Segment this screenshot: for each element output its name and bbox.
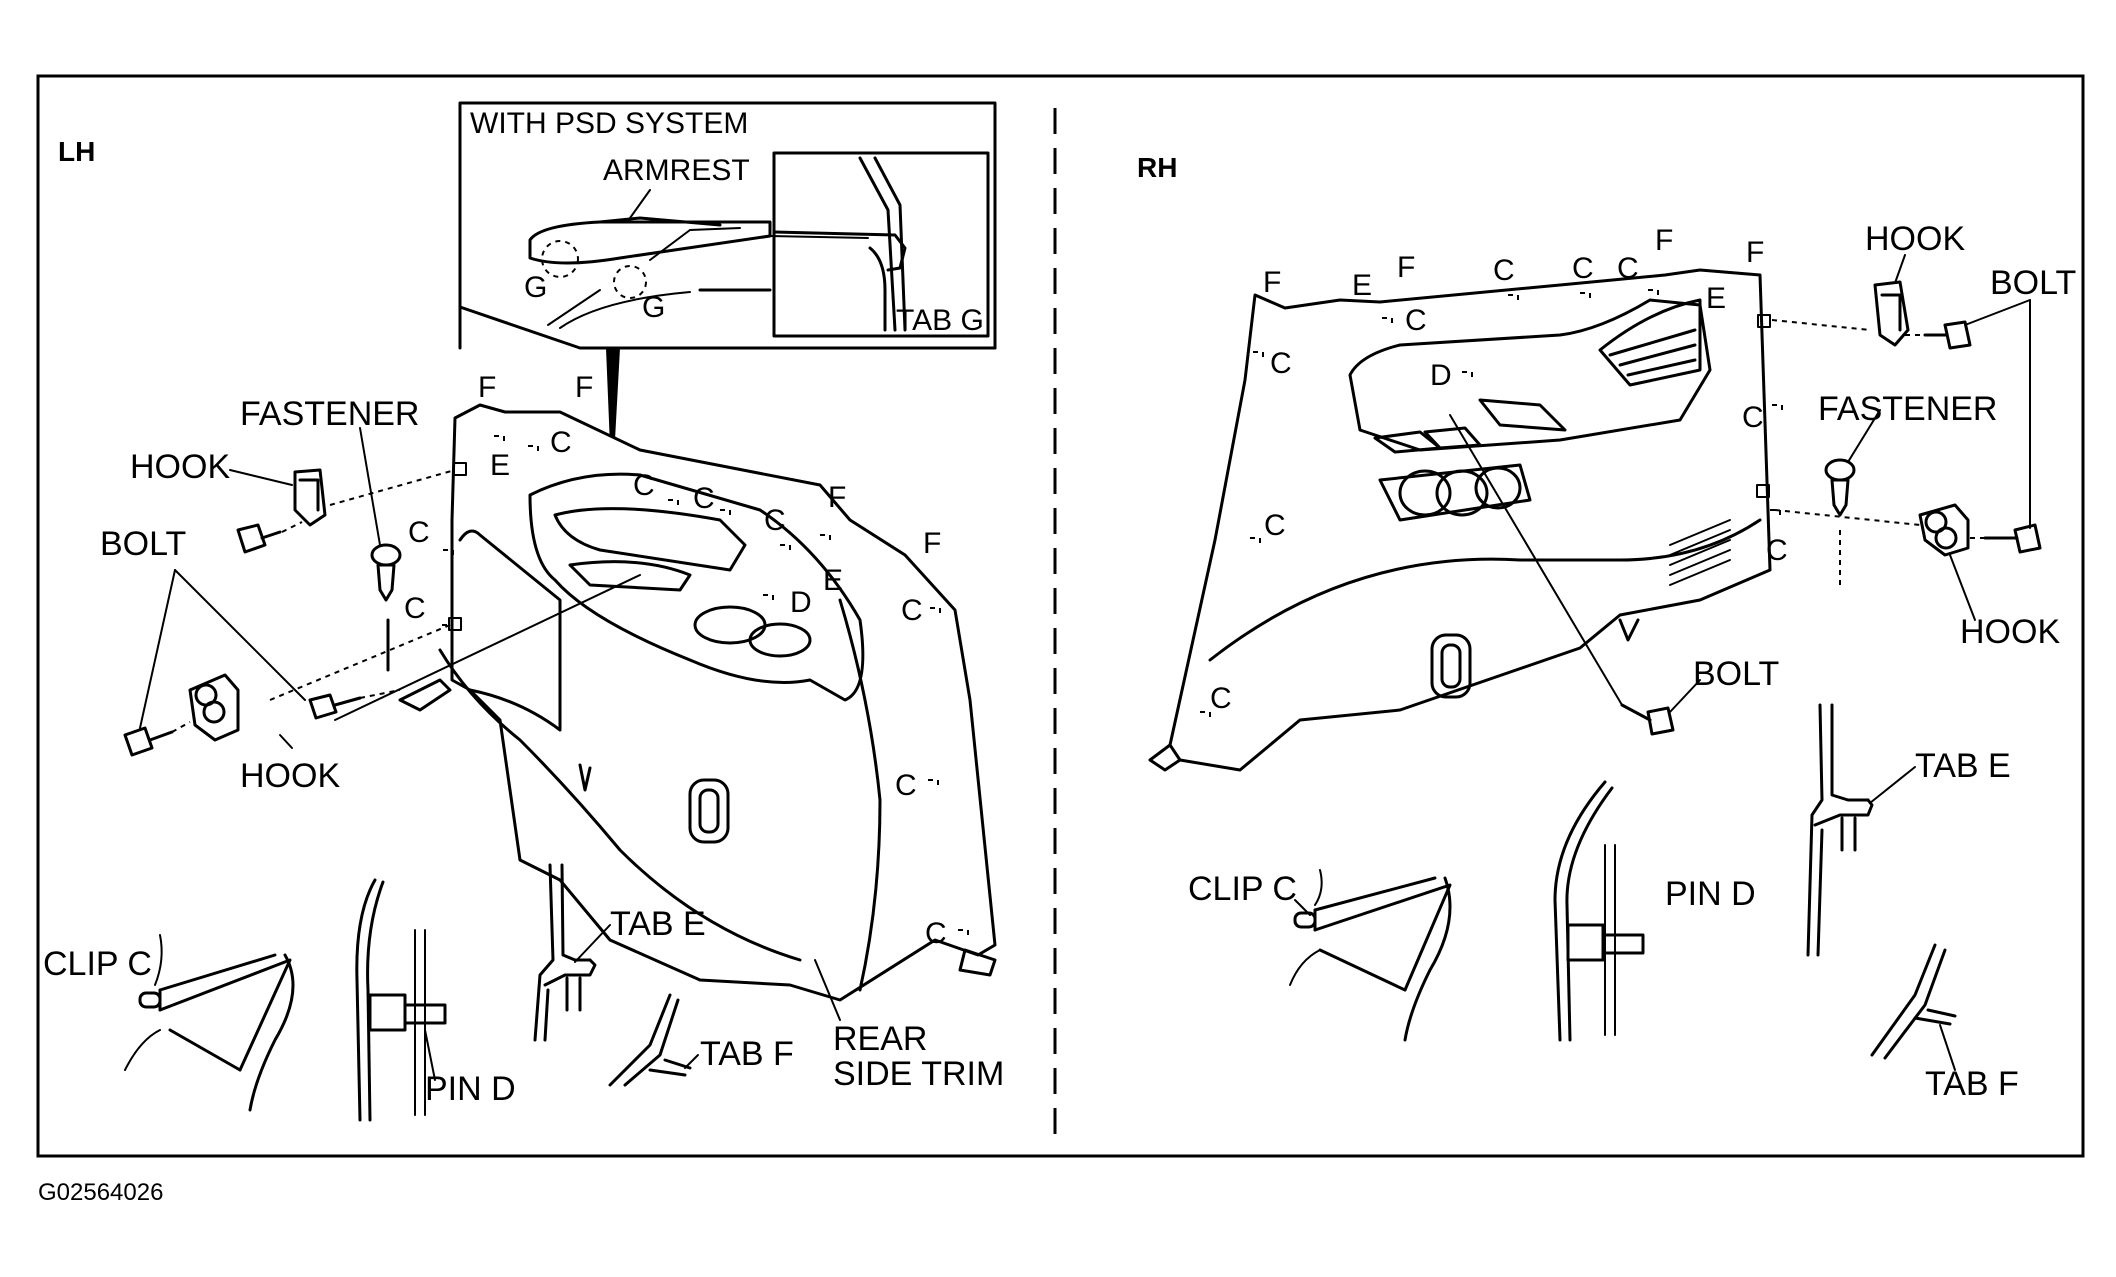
- lh-armrest-pointer: [334, 574, 641, 721]
- lh-fastener-part: [359, 427, 402, 672]
- lh-letter-e2: E: [823, 564, 843, 597]
- lh-bolt-label: BOLT: [100, 525, 186, 563]
- lh-tab-f-label: TAB F: [700, 1035, 794, 1073]
- rh-clip-c-detail: CLIP C: [1188, 869, 1452, 1042]
- lh-pin-d-detail: PIN D: [355, 878, 516, 1122]
- rh-letter-c1: C: [1405, 304, 1427, 337]
- rh-letter-c6: C: [1742, 401, 1764, 434]
- lh-rear-side-trim: [398, 403, 997, 1002]
- rh-armrest-bolt-part: [1449, 414, 1701, 736]
- lh-rear-side-trim-label-2: SIDE TRIM: [833, 1055, 1004, 1093]
- rh-letter-e2: E: [1706, 282, 1726, 315]
- rh-letter-f1: F: [1263, 266, 1281, 299]
- rh-letter-c2: C: [1493, 254, 1515, 287]
- lh-letter-f2: F: [575, 371, 593, 404]
- inset-tab-g-label: TAB G: [896, 304, 984, 337]
- rh-bolt-bottom-part: [1964, 299, 2042, 554]
- rh-tab-f-detail: TAB F: [1870, 943, 2019, 1103]
- rh-hook-bottom-part: [1774, 503, 1976, 621]
- lh-letter-f1: F: [478, 371, 496, 404]
- rh-bolt-top-part: [1905, 320, 1972, 350]
- inset-g-label-1: G: [524, 271, 547, 304]
- rh-rear-side-trim: [1148, 268, 1772, 772]
- lh-letter-d1: D: [790, 586, 812, 619]
- lh-rear-side-trim-label-1: REAR: [833, 1020, 927, 1058]
- lh-letter-f3: F: [828, 481, 846, 514]
- rh-letter-d1: D: [1430, 359, 1452, 392]
- lh-psd-inset: WITH PSD SYSTEM ARMREST G G TAB G: [458, 101, 997, 350]
- lh-tab-f-detail: TAB F: [608, 993, 794, 1087]
- lh-letter-c2: C: [408, 516, 430, 549]
- lh-letter-c3: C: [404, 592, 426, 625]
- figure-id: G02564026: [38, 1179, 163, 1206]
- lh-letter-c9: C: [925, 917, 947, 950]
- lh-clip-markers: [442, 435, 969, 940]
- lh-hook-top-part: [229, 468, 456, 527]
- lh-letter-c6: C: [764, 504, 786, 537]
- rh-tab-f-label: TAB F: [1925, 1065, 2019, 1103]
- lh-clip-c-detail: CLIP C: [43, 934, 295, 1112]
- rh-letter-f3: F: [1655, 224, 1673, 257]
- rh-fastener-label: FASTENER: [1818, 390, 1997, 428]
- rh-hook-bottom-label: HOOK: [1960, 613, 2060, 651]
- rh-bolt-top-label: BOLT: [1990, 264, 2076, 302]
- rh-letter-c9: C: [1210, 682, 1232, 715]
- lh-side-label: LH: [58, 136, 95, 167]
- lh-hook-top-label: HOOK: [130, 448, 230, 486]
- rh-tab-e-label: TAB E: [1915, 747, 2011, 785]
- lh-hook-bottom-part: [188, 624, 451, 742]
- lh-fastener-label: FASTENER: [240, 395, 419, 433]
- outer-frame: [36, 74, 2085, 1158]
- lh-letter-f4: F: [923, 527, 941, 560]
- rh-letter-c5: C: [1270, 347, 1292, 380]
- rh-fastener-part: [1824, 409, 1881, 590]
- rh-letter-c7: C: [1264, 509, 1286, 542]
- lh-bolt-top-part: [236, 521, 303, 554]
- rh-letter-c3: C: [1572, 252, 1594, 285]
- lh-hook-bottom-label: HOOK: [240, 757, 340, 795]
- lh-pin-d-label: PIN D: [425, 1070, 516, 1108]
- lh-letter-c8: C: [895, 769, 917, 802]
- inset-pointer: [606, 348, 620, 495]
- inset-title: WITH PSD SYSTEM: [470, 107, 748, 140]
- lh-tab-e-detail: TAB E: [533, 863, 706, 1042]
- rh-tab-e-detail: TAB E: [1806, 703, 2011, 957]
- lh-letter-c1: C: [550, 426, 572, 459]
- lh-bolt-bottom-part: [123, 569, 401, 757]
- rh-letter-c4: C: [1617, 252, 1639, 285]
- rh-side-label: RH: [1137, 152, 1177, 183]
- rh-clip-c-label: CLIP C: [1188, 870, 1297, 908]
- lh-letter-c7: C: [901, 594, 923, 627]
- lh-letter-e1: E: [490, 449, 510, 482]
- rh-clip-markers: [1200, 289, 1783, 722]
- rh-hook-top-part: [1771, 254, 1910, 347]
- rh-letter-e1: E: [1352, 269, 1372, 302]
- inset-g-label-2: G: [642, 291, 665, 324]
- lh-tab-e-label: TAB E: [610, 905, 706, 943]
- rh-pin-d-detail: PIN D: [1553, 780, 1756, 1042]
- rh-letter-f4: F: [1746, 236, 1764, 269]
- lh-letter-c5: C: [693, 482, 715, 515]
- lh-letter-c4: C: [633, 469, 655, 502]
- rh-hook-top-label: HOOK: [1865, 220, 1965, 258]
- rh-letter-f2: F: [1397, 251, 1415, 284]
- inset-armrest-label: ARMREST: [603, 154, 750, 187]
- rh-letter-c8: C: [1766, 534, 1788, 567]
- rh-bolt-bottom-label: BOLT: [1693, 655, 1779, 693]
- rh-pin-d-label: PIN D: [1665, 875, 1756, 913]
- lh-clip-c-label: CLIP C: [43, 945, 152, 983]
